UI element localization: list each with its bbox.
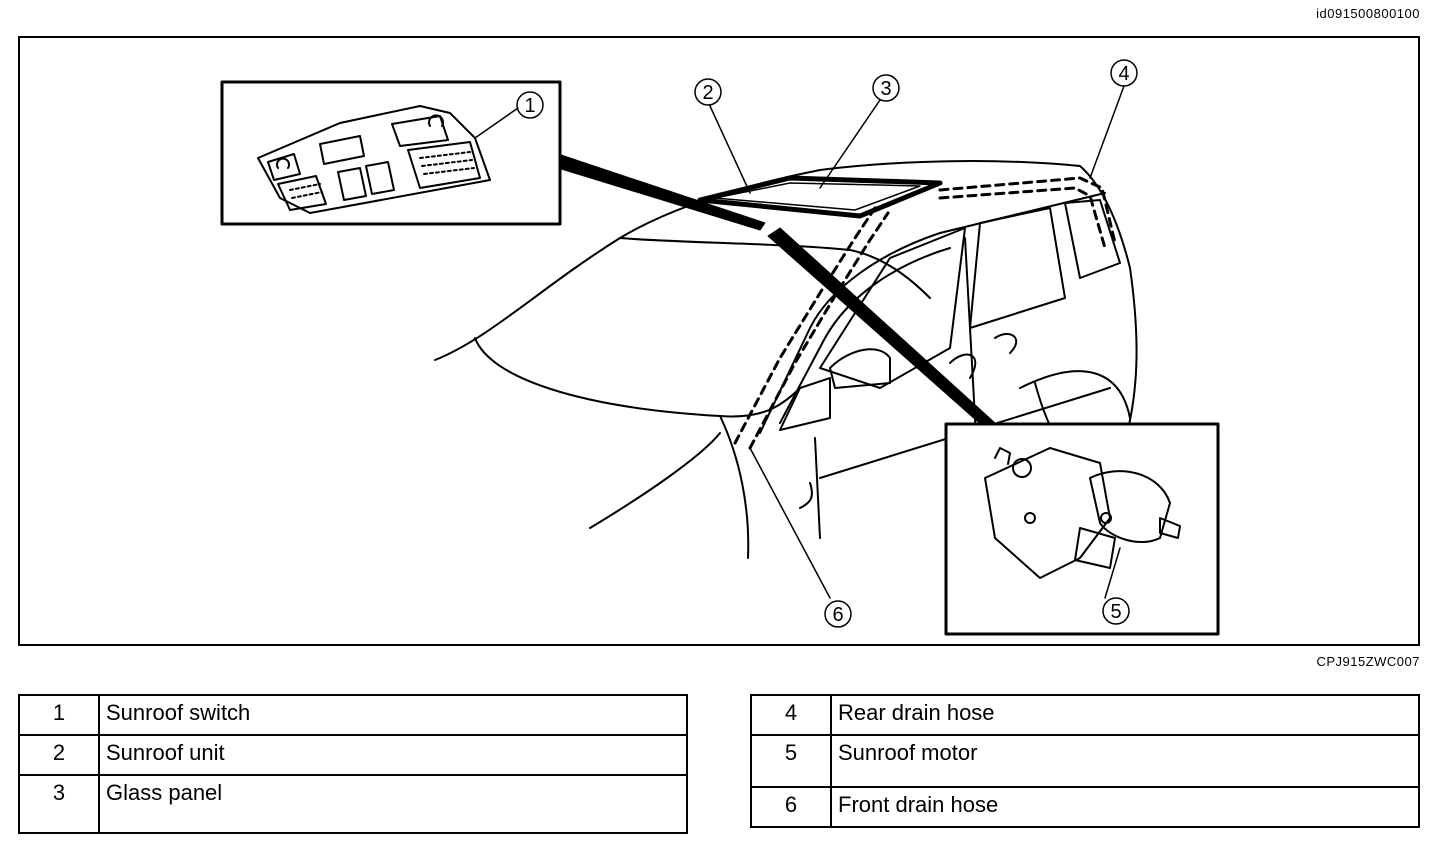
legend-row: 5 Sunroof motor <box>750 734 1420 788</box>
callout-marker-2 <box>694 78 722 106</box>
legend-row: 3 Glass panel <box>18 774 688 834</box>
legend-table-left: 1 Sunroof switch 2 Sunroof unit 3 Glass … <box>18 694 688 834</box>
inset-leader-lines <box>557 153 996 429</box>
callout-leader-lines <box>709 85 1125 599</box>
drain-hoses <box>733 176 1117 450</box>
legend-number: 4 <box>750 694 832 736</box>
sunroof-switch-inset <box>220 80 562 226</box>
legend-row: 1 Sunroof switch <box>18 694 688 736</box>
legend-label: Sunroof motor <box>830 734 1420 788</box>
sunroof-motor-inset <box>944 422 1220 636</box>
legend-number: 3 <box>18 774 100 834</box>
vehicle-illustration: 1 2 3 4 5 6 <box>220 59 1220 636</box>
legend-number: 1 <box>18 694 100 736</box>
callout-marker-4 <box>1110 59 1138 87</box>
callout-number-6: 6 <box>832 604 843 626</box>
callout-marker-6 <box>824 600 852 628</box>
door-and-window-outlines <box>759 192 1121 539</box>
legend-label: Rear drain hose <box>830 694 1420 736</box>
callout-marker-1 <box>516 91 544 119</box>
legend-row: 6 Front drain hose <box>750 786 1420 828</box>
callout-marker-3 <box>872 74 900 102</box>
legend-label: Sunroof unit <box>98 734 688 776</box>
sunroof-glass-panel <box>697 175 943 219</box>
legend-number: 6 <box>750 786 832 828</box>
callout-number-5: 5 <box>1110 601 1121 623</box>
legend-label: Front drain hose <box>830 786 1420 828</box>
callout-number-3: 3 <box>880 78 891 100</box>
legend-row: 4 Rear drain hose <box>750 694 1420 736</box>
legend-row: 2 Sunroof unit <box>18 734 688 776</box>
callout-markers <box>516 59 1138 628</box>
legend-label: Sunroof switch <box>98 694 688 736</box>
document-id: id091500800100 <box>1316 6 1420 21</box>
callout-number-2: 2 <box>702 82 713 104</box>
legend-table-right: 4 Rear drain hose 5 Sunroof motor 6 Fron… <box>750 694 1420 828</box>
callout-number-4: 4 <box>1118 63 1129 85</box>
legend-number: 2 <box>18 734 100 776</box>
callout-marker-5 <box>1102 597 1130 625</box>
legend-label: Glass panel <box>98 774 688 834</box>
figure-code: CPJ915ZWC007 <box>1316 654 1420 669</box>
sunroof-component-diagram: 1 2 3 4 5 6 <box>18 36 1420 646</box>
callout-number-1: 1 <box>524 95 535 117</box>
legend-number: 5 <box>750 734 832 788</box>
